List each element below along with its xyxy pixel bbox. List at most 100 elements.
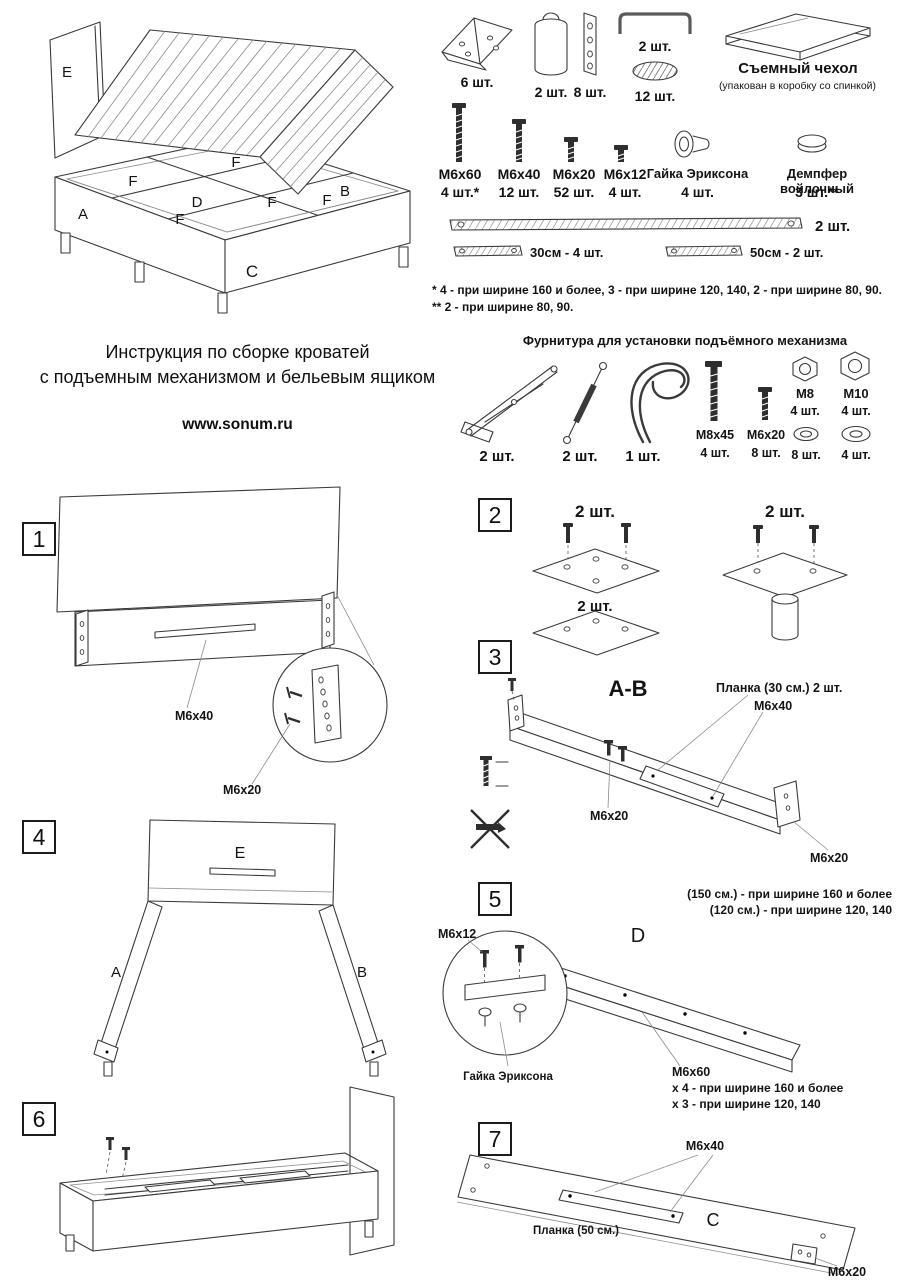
plate-qty: 8 шт. (573, 84, 607, 100)
label-f4: F (175, 211, 184, 228)
bolt-m6x60-icon (452, 103, 466, 162)
bolt-m6x12-qty: 4 шт. (608, 184, 642, 200)
step-5-diagram: (150 см.) - при ширине 160 и более (120 … (438, 887, 892, 1111)
bar-50cm-icon (665, 245, 743, 257)
lift-mechanism-qty: 2 шт. (479, 448, 515, 465)
hardware-panel: 6 шт. 2 шт. 8 шт. 2 шт. 12 шт. (430, 0, 900, 330)
step5-m6x60-label: М6х60 (672, 1065, 710, 1079)
step7-m6x40-label: М6х40 (686, 1139, 724, 1153)
gas-strut-icon (562, 361, 608, 445)
strap-icon (630, 362, 690, 444)
step4-headboard (147, 819, 336, 906)
step1-m6x40-label: М6х40 (175, 709, 213, 723)
step-2-number: 2 (478, 498, 512, 532)
step3-m6x40-label: М6х40 (754, 699, 792, 713)
step5-m6x12-label: М6х12 (438, 927, 476, 941)
step4-e-label: E (235, 845, 246, 862)
page-title-line2: с подъемным механизмом и бельевым ящиком (39, 367, 436, 387)
label-e: E (62, 64, 72, 81)
lift-title: Фурнитура для установки подъёмного механ… (522, 333, 848, 348)
website: www.sonum.ru (182, 416, 293, 433)
long-bar-icon (449, 217, 803, 231)
step3-plank-label: Планка (30 см.) 2 шт. (716, 681, 842, 695)
step4-right-rail (318, 904, 387, 1077)
step1-zoom-callout (272, 594, 388, 763)
step5-m6x60-note2: х 3 - при ширине 120, 140 (672, 1097, 821, 1111)
step-4-diagram: E A B (93, 819, 387, 1077)
step5-d-label: D (631, 925, 645, 947)
oval-washer-qty: 12 шт. (634, 88, 676, 104)
hardware-note-2: ** 2 - при ширине 80, 90. (432, 300, 574, 314)
label-c: C (246, 262, 258, 281)
bolt-m6x20-name: М6х20 (552, 166, 596, 182)
washer1-qty: 8 шт. (791, 448, 821, 462)
step7-m6x20-label: М6х20 (828, 1265, 866, 1279)
bracket-qty: 6 шт. (460, 74, 494, 90)
handle-icon (618, 12, 692, 34)
nut-m10-name: М10 (843, 386, 869, 401)
no-power-tool-icon (466, 805, 514, 853)
step-4-number: 4 (22, 820, 56, 854)
bolt-m6x12-icon (614, 145, 628, 162)
bolt-m6x20-icon (564, 137, 578, 162)
nut-m10-icon (840, 351, 870, 381)
label-f5: F (322, 192, 331, 209)
step7-c-label: С (707, 1210, 720, 1230)
label-a: A (78, 206, 88, 223)
page-title-line1: Инструкция по сборке кроватей (105, 342, 370, 362)
gas-strut-qty: 2 шт. (562, 448, 598, 465)
step-1-number: 1 (22, 522, 56, 556)
nut-m8-icon (792, 356, 818, 382)
label-f1: F (128, 173, 137, 190)
step5-erikson-label: Гайка Эриксона (463, 1071, 553, 1083)
lift-bolt2-qty: 8 шт. (751, 446, 781, 460)
nut-m8-name: М8 (795, 386, 815, 401)
step5-note1: (150 см.) - при ширине 160 и более (687, 887, 892, 901)
step-3-number: 3 (478, 640, 512, 674)
step3-m6x20-end-label: М6х20 (810, 851, 848, 865)
bolt-m6x20-qty: 52 шт. (553, 184, 595, 200)
cover-icon (725, 13, 871, 61)
overview-box-front (54, 176, 411, 314)
damper-qty: 3 шт.** (795, 184, 839, 200)
step6-base-box (59, 1152, 379, 1252)
confirmat-screw-icon (466, 750, 514, 798)
step1-headboard (56, 486, 341, 667)
label-f3: F (267, 194, 276, 211)
damper-name: Демпфер войлочный (780, 166, 854, 196)
bolt-m6x60-qty: 4 шт.* (440, 184, 480, 200)
bar-30cm-icon (453, 245, 523, 257)
step5-m6x60-note1: х 4 - при ширине 160 и более (672, 1081, 844, 1095)
step3-m6x20-mid-label: М6х20 (590, 809, 628, 823)
label-f2: F (231, 154, 240, 171)
bolt-m6x40-icon (512, 119, 526, 162)
washer2-qty: 4 шт. (841, 448, 871, 462)
lift-bolt2-name: М6х20 (746, 428, 786, 442)
corner-bracket-icon (441, 17, 513, 71)
felt-damper-icon (797, 134, 827, 153)
step-2-diagram: 2 шт. 2 шт. 2 шт. (532, 502, 848, 656)
hardware-note-1: * 4 - при ширине 160 и более, 3 - при ши… (432, 283, 882, 297)
step2-right-assembly (722, 525, 848, 641)
step-7-number: 7 (478, 1122, 512, 1156)
step2-qty-left: 2 шт. (575, 502, 615, 521)
step-3-diagram: А-В Планка (30 см.) 2 шт. М6х40 (466, 676, 848, 865)
bolt-m6x12-name: М6х12 (603, 166, 647, 182)
erikson-nut-qty: 4 шт. (681, 184, 714, 200)
label-d: D (192, 194, 203, 211)
overview-bed-diagram: E F F F F F D A B C (49, 21, 411, 314)
title-block: Инструкция по сборке кроватей с подъемны… (30, 342, 445, 434)
overview-slat-platform (74, 29, 394, 195)
bar-30cm-label: 30см - 4 шт. (530, 245, 604, 260)
step-6-number: 6 (22, 1102, 56, 1136)
lift-bolt1-name: М8х45 (695, 428, 735, 442)
step-7-diagram: М6х40 Планка (50 см.) С М6х20 (456, 1139, 866, 1279)
step-1-diagram: М6х40 М6х20 (56, 486, 388, 797)
bolt-m6x60-name: М6х60 (438, 166, 482, 182)
step5-zoom-callout (442, 930, 568, 1056)
long-bar-qty: 2 шт. (815, 218, 851, 235)
step4-b-label: B (357, 964, 367, 981)
nut-m8-qty: 4 шт. (790, 404, 820, 418)
bar-50cm-label: 50см - 2 шт. (750, 245, 824, 260)
step3-side-rail (507, 678, 801, 835)
